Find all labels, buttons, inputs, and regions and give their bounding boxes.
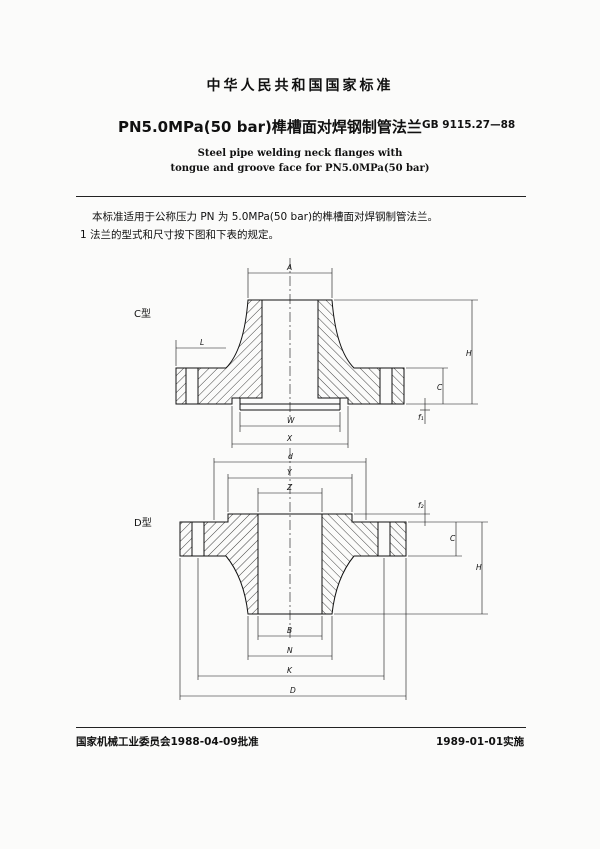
dim-f1: f₁ (418, 413, 424, 422)
dim-Y: Y (287, 468, 293, 477)
dim-C-c: C (437, 383, 443, 392)
implementation-date: 1989-01-01实施 (436, 736, 525, 748)
dim-Z: Z (286, 483, 293, 492)
standard-org-header: 中华人民共和国国家标准 (206, 78, 394, 94)
title-en-line1: Steel pipe welding neck flanges with (197, 148, 403, 159)
document-title: PN5.0MPa(50 bar)榫槽面对焊钢制管法兰 (118, 116, 422, 137)
dim-D: D (290, 686, 296, 695)
dim-d: d (288, 452, 293, 461)
dim-f2: f₂ (418, 501, 424, 510)
dim-W: W (287, 416, 295, 425)
dim-B: B (287, 626, 292, 635)
type-d-label: D型 (134, 518, 152, 529)
standard-code: GB 9115.27—88 (422, 119, 516, 131)
title-en-line2: tongue and groove face for PN5.0MPa(50 b… (170, 163, 430, 174)
type-c-flange-section (175, 258, 478, 448)
title-cn: PN5.0MPa(50 bar)榫槽面对焊钢制管法兰 (118, 118, 422, 136)
dim-L: L (200, 338, 204, 347)
dim-X: X (286, 434, 293, 443)
intro-paragraph: 本标准适用于公称压力 PN 为 5.0MPa(50 bar)的榫槽面对焊钢制管法… (92, 211, 439, 223)
header-rule (76, 196, 526, 197)
footer-rule (76, 727, 526, 728)
dim-N: N (287, 646, 293, 655)
approval-note: 国家机械工业委员会1988-04-09批准 (76, 736, 259, 748)
dim-H-d: H (476, 563, 482, 572)
type-d-flange-section (179, 448, 488, 700)
type-c-label: C型 (134, 309, 151, 320)
dim-C-d: C (450, 534, 456, 543)
dim-K: K (287, 666, 293, 675)
dim-A: A (286, 263, 292, 272)
clause-1: 1 法兰的型式和尺寸按下图和下表的规定。 (80, 229, 280, 241)
dim-H-c: H (466, 349, 472, 358)
